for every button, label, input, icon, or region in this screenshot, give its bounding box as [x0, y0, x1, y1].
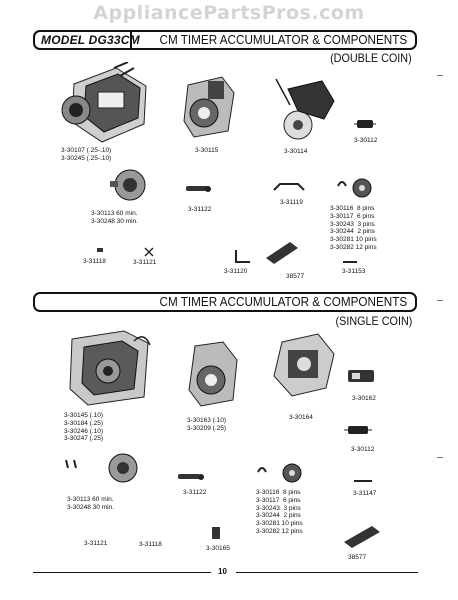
part-label: 3-31119 — [280, 199, 303, 206]
page-edge-mark — [437, 457, 443, 458]
section2-title: CM TIMER ACCUMULATOR & COMPONENTS — [159, 294, 407, 309]
part-label: 3-30115 — [195, 147, 219, 154]
part-label: 3-30112 — [351, 446, 375, 453]
pad-strip-illustration — [266, 242, 298, 264]
part-label: 38577 — [286, 273, 305, 280]
part-label: 3-30116 8 pins 3-30117 6 pins 3-30243 3 … — [256, 489, 303, 535]
wire-connector-illustration — [343, 261, 357, 263]
part-label: 38577 — [348, 554, 367, 561]
section2-banner: CM TIMER ACCUMULATOR & COMPONENTS — [33, 292, 417, 312]
wire-piece-illustration — [354, 480, 372, 482]
part-label: 3-31121 — [84, 540, 108, 547]
part-label: 3-30145 (.10) 3-30184 (.25) 3-30246 (.10… — [64, 412, 104, 443]
part-label: 3-30116 8 pins 3-30117 6 pins 3-30243 3 … — [330, 205, 377, 251]
small-spring-illustration — [144, 247, 154, 257]
timer-motor-small-illustration — [110, 169, 146, 201]
page-number: 10 — [218, 567, 227, 576]
small-part-illustration — [97, 248, 103, 252]
footer-rule-left — [33, 572, 211, 573]
timer-accumulator-single-illustration — [69, 330, 151, 406]
banner-divider — [130, 32, 132, 48]
cam-gear-single-illustration — [257, 463, 302, 483]
timer-switch-single-illustration — [273, 333, 335, 397]
part-label: 3-30163 (.10) 3-30209 (.25) — [187, 417, 227, 432]
part-label: 3-31122 — [183, 489, 207, 496]
section1-subtitle: (DOUBLE COIN) — [330, 51, 412, 65]
section1-banner: MODEL DG33CM CM TIMER ACCUMULATOR & COMP… — [33, 30, 417, 50]
coin-switch-illustration — [354, 120, 376, 128]
lever-link-single-illustration — [178, 474, 204, 480]
part-label: 3-31153 — [342, 268, 366, 275]
part-label: 3-30112 — [354, 137, 378, 144]
timer-accumulator-illustration — [61, 62, 147, 143]
part-label: 3-31118 — [139, 541, 162, 548]
timer-motor-illustration — [183, 76, 235, 138]
section2-subtitle: (SINGLE COIN) — [335, 314, 412, 328]
cam-gear-illustration — [337, 178, 372, 198]
part-label: 3-30113 60 min. 3-30248 30 min. — [67, 496, 114, 511]
part-label: 3-30107 (.25-.10) 3-30245 (.25-.10) — [61, 147, 112, 162]
lever-link-illustration — [186, 186, 211, 192]
part-label: 3-30113 60 min. 3-30248 30 min. — [91, 210, 138, 225]
screw-clip-illustration — [212, 527, 220, 539]
terminal-pair-illustration — [65, 459, 77, 469]
watermark-text: AppliancePartsPros.com — [93, 2, 365, 24]
part-label: 3-31147 — [353, 490, 377, 497]
pad-strip-single-illustration — [344, 526, 380, 548]
page-edge-mark — [437, 75, 443, 76]
mounting-bracket-illustration — [235, 250, 250, 263]
part-label: 3-30114 — [284, 148, 308, 155]
part-label: 3-31120 — [224, 268, 248, 275]
timer-motor-single-illustration — [188, 341, 238, 407]
coin-switch-single-illustration — [344, 426, 372, 434]
part-label: 3-30164 — [289, 414, 313, 421]
part-label: 3-31121 — [133, 259, 157, 266]
bracket-clip-illustration — [273, 183, 305, 191]
timer-switch-assembly-illustration — [275, 78, 335, 140]
part-label: 3-30165 — [206, 545, 230, 552]
footer-rule-right — [236, 572, 418, 573]
model-label: MODEL DG33CM — [41, 33, 140, 47]
part-label: 3-31118 — [83, 258, 106, 265]
coin-mechanism-illustration — [348, 370, 374, 382]
part-label: 3-31122 — [188, 206, 212, 213]
section1-title: CM TIMER ACCUMULATOR & COMPONENTS — [159, 32, 407, 47]
part-label: 3-30162 — [352, 395, 376, 402]
timer-motor-small-single-illustration — [108, 453, 138, 483]
page-edge-mark — [437, 300, 443, 301]
